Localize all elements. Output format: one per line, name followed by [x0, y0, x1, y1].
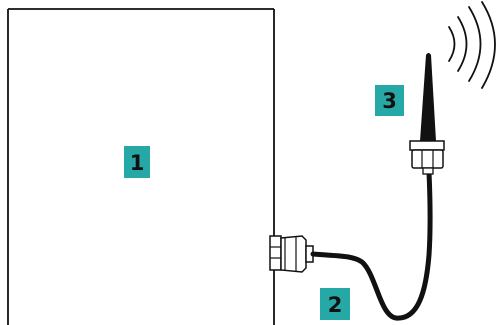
antenna-icon — [420, 53, 436, 141]
radio-wave-large — [468, 6, 482, 82]
radio-wave-medium — [457, 16, 468, 72]
callout-badge-2: 2 — [320, 288, 350, 320]
radio-wave-small — [448, 26, 456, 62]
radio-wave-outer — [481, 1, 496, 89]
antenna-connector-icon — [409, 140, 445, 175]
connector-tail — [422, 167, 434, 175]
callout-badge-3: 3 — [375, 85, 404, 116]
radio-waves-icon — [448, 1, 496, 89]
badge-background — [124, 146, 150, 178]
callout-badge-1: 1 — [124, 146, 150, 178]
badge-label: 1 — [130, 151, 145, 175]
badge-label: 3 — [382, 89, 397, 113]
enclosure — [7, 8, 275, 325]
antenna-tip — [426, 53, 431, 55]
gland-body — [280, 235, 307, 273]
antenna-cable — [310, 169, 433, 321]
badge-background — [320, 288, 350, 320]
gland-nut — [269, 235, 282, 271]
badge-background — [375, 85, 404, 116]
connector-flange — [409, 140, 445, 151]
badge-label: 2 — [328, 293, 343, 317]
connector-body — [411, 149, 444, 169]
cable-gland-connector-icon — [269, 235, 314, 273]
gland-tip — [305, 245, 314, 263]
antenna-whip — [420, 55, 436, 141]
